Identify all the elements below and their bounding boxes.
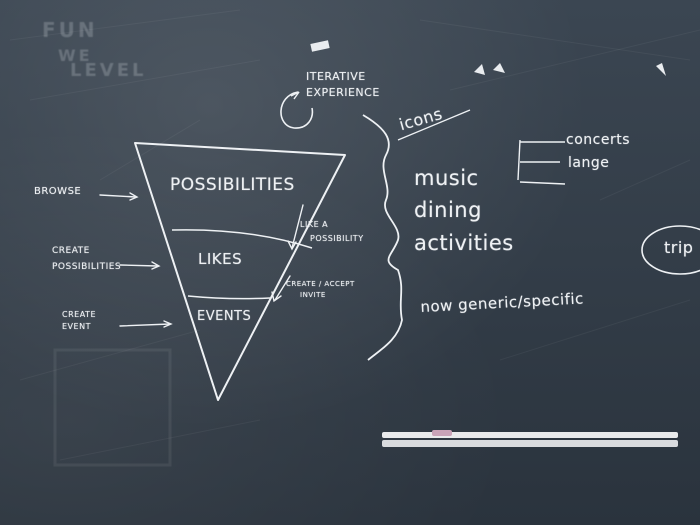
- category-music: music: [414, 166, 479, 190]
- funnel-level-possibilities: POSSIBILITIES: [170, 175, 295, 195]
- chalk-stick-top[interactable]: [382, 432, 678, 438]
- label-create-event-2: EVENT: [62, 322, 91, 331]
- category-dining: dining: [414, 198, 482, 222]
- profile-line: [362, 114, 403, 361]
- chalk-stick-bottom[interactable]: [382, 440, 678, 447]
- magnets: [310, 40, 666, 76]
- faded-word-1: FUN: [42, 18, 98, 42]
- label-create-event-1: CREATE: [62, 310, 96, 319]
- trip-circle: [641, 225, 700, 275]
- branch-lange: lange: [568, 155, 610, 171]
- note-like-1: LIKE A: [300, 220, 329, 229]
- funnel-level-likes: LIKES: [198, 250, 243, 268]
- branch-line-bottom: [519, 181, 566, 185]
- note-like-2: POSSIBILITY: [310, 234, 364, 243]
- branch-bracket: [517, 139, 521, 181]
- eraser-mark: [432, 430, 452, 436]
- label-create-possibilities-1: CREATE: [52, 246, 90, 256]
- icons-underline: [397, 109, 471, 141]
- faded-word-2: WE: [58, 46, 93, 65]
- funnel-divider-bottom: [187, 295, 271, 300]
- funnel-triangle: [134, 142, 346, 401]
- note-invite-2: INVITE: [300, 291, 326, 299]
- cycle-arrow: [280, 91, 314, 129]
- funnel-level-events: EVENTS: [197, 309, 252, 324]
- trip-label: trip: [664, 238, 694, 257]
- iterative-line-2: EXPERIENCE: [306, 86, 380, 99]
- category-activities: activities: [414, 231, 514, 255]
- chalk-tray: [382, 428, 678, 452]
- erased-scratches: [9, 9, 700, 461]
- label-create-possibilities-2: POSSIBILITIES: [52, 262, 122, 272]
- cycle-arrowhead: [290, 91, 300, 100]
- faded-word-3: LEVEL: [70, 60, 147, 81]
- label-browse: BROWSE: [34, 186, 82, 197]
- branch-concerts: concerts: [566, 132, 630, 148]
- iterative-line-1: ITERATIVE: [306, 70, 366, 83]
- note-invite-1: CREATE / ACCEPT: [286, 280, 355, 288]
- funnel-divider-top: [171, 229, 313, 249]
- erased-box: [53, 348, 172, 467]
- arrows: [99, 192, 304, 328]
